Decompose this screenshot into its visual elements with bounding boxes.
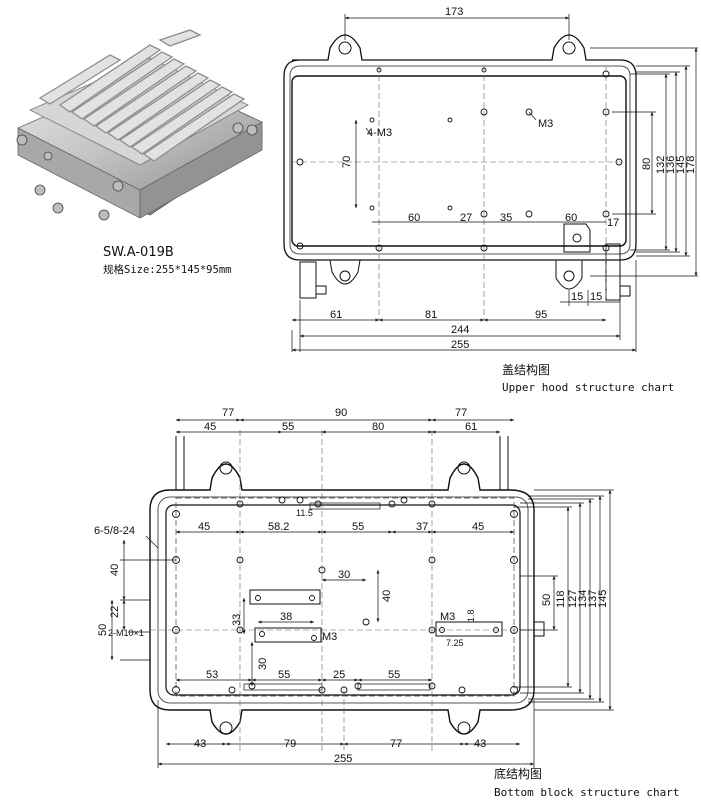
dim-255: 255: [334, 753, 352, 765]
dim-244: 244: [451, 324, 469, 336]
upper-hood-dimension-labels: 173 4-M3 M3 70 60 27 35 60 17 80 132 136…: [330, 6, 697, 351]
dim-77-c: 77: [390, 738, 402, 750]
dim-53: 53: [206, 669, 218, 681]
dim-134: 134: [577, 590, 589, 608]
dim-7-25: 7.25: [446, 638, 464, 648]
dim-15-a: 15: [571, 291, 583, 303]
bottom-caption-cn: 底结构图: [494, 766, 542, 781]
dim-25: 25: [333, 669, 345, 681]
dim-60-a: 60: [408, 212, 420, 224]
bottom-block-dimension-labels: 77 90 77 45 55 80 61 11.5 6-5/8-24 45 58…: [94, 407, 609, 765]
dim-95: 95: [535, 309, 547, 321]
dim-27: 27: [460, 212, 472, 224]
dim-136: 136: [665, 156, 677, 174]
dim-17: 17: [607, 217, 619, 229]
dim-77-b: 77: [455, 407, 467, 419]
dim-127: 127: [567, 590, 579, 608]
dim-22: 22: [109, 606, 121, 618]
label-m3-a: M3: [322, 631, 337, 643]
dim-40-a: 40: [109, 564, 121, 576]
dim-77-a: 77: [222, 407, 234, 419]
dim-70: 70: [341, 156, 353, 168]
dim-45-c: 45: [472, 521, 484, 533]
dim-61: 61: [465, 421, 477, 433]
dim-173: 173: [445, 6, 463, 18]
dim-55-d: 55: [388, 669, 400, 681]
dim-80: 80: [641, 158, 653, 170]
dim-255: 255: [451, 339, 469, 351]
dim-145: 145: [675, 156, 687, 174]
dim-2-m10: 2-M10×1: [108, 628, 144, 638]
dim-4-m3: 4-M3: [367, 127, 392, 139]
dim-43-a: 43: [194, 738, 206, 750]
dim-40-b: 40: [381, 590, 393, 602]
dim-50-a: 50: [97, 624, 109, 636]
dim-m3: M3: [538, 118, 553, 130]
dim-43-b: 43: [474, 738, 486, 750]
bottom-block-view: [110, 418, 614, 768]
dim-35: 35: [500, 212, 512, 224]
dim-60-b: 60: [565, 212, 577, 224]
dim-58-2: 58.2: [268, 521, 289, 533]
dim-55-c: 55: [278, 669, 290, 681]
dim-15-b: 15: [590, 291, 602, 303]
dim-178: 178: [685, 156, 697, 174]
dim-80: 80: [372, 421, 384, 433]
upper-caption-en: Upper hood structure chart: [502, 381, 674, 394]
dim-1-8: 1.8: [466, 609, 476, 622]
model-number: SW.A-019B: [103, 245, 174, 260]
dim-11-5: 11.5: [296, 508, 313, 518]
dim-55-a: 55: [282, 421, 294, 433]
dim-137: 137: [587, 590, 599, 608]
dim-30-a: 30: [338, 569, 350, 581]
dim-145: 145: [597, 590, 609, 608]
dim-33: 33: [231, 614, 243, 626]
label-m3-b: M3: [440, 611, 455, 623]
dim-30-b: 30: [257, 658, 269, 670]
dim-6-5-8-24: 6-5/8-24: [94, 525, 135, 537]
dim-118: 118: [555, 590, 567, 608]
upper-hood-view: [283, 14, 698, 352]
dim-50-b: 50: [541, 594, 553, 606]
dim-90: 90: [335, 407, 347, 419]
dim-38: 38: [280, 611, 292, 623]
bottom-caption-en: Bottom block structure chart: [494, 786, 679, 799]
dim-37: 37: [416, 521, 428, 533]
dim-79: 79: [284, 738, 296, 750]
size-spec: 规格Size:255*145*95mm: [103, 263, 231, 276]
upper-caption-cn: 盖结构图: [502, 362, 550, 377]
enclosure-illustration: [16, 29, 263, 221]
dim-45-a: 45: [204, 421, 216, 433]
dim-61: 61: [330, 309, 342, 321]
dim-45-b: 45: [198, 521, 210, 533]
dim-55-b: 55: [352, 521, 364, 533]
dim-132: 132: [655, 156, 667, 174]
dim-81: 81: [425, 309, 437, 321]
